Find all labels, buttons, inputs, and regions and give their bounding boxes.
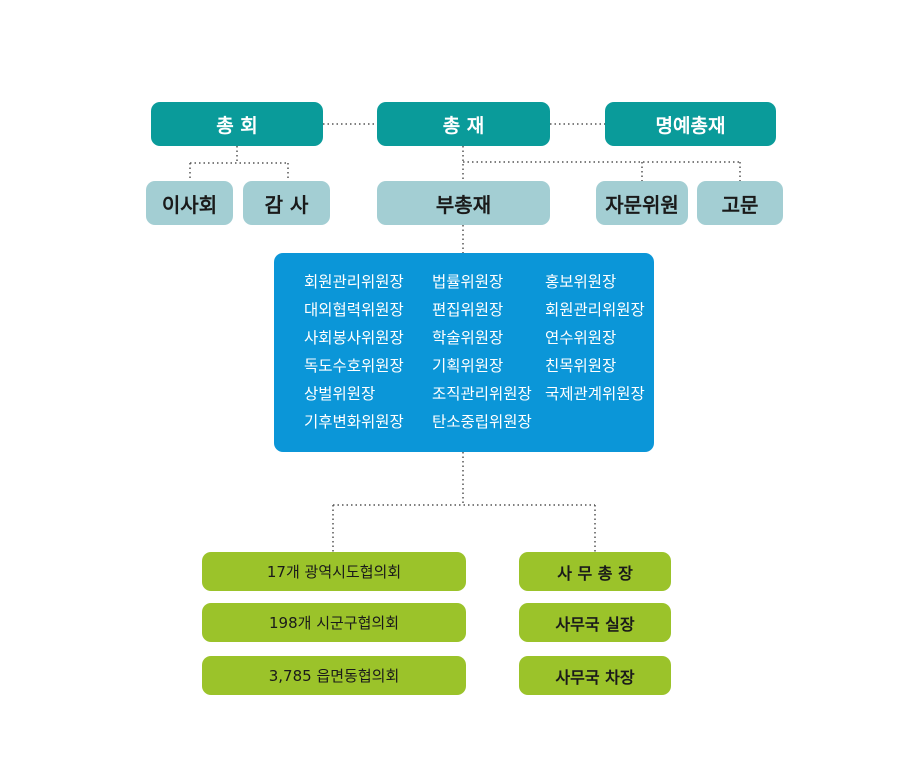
committee-item: 탄소중립위원장 — [432, 413, 532, 431]
committee-column-3: 홍보위원장 회원관리위원장 연수위원장 친목위원장 국제관계위원장 — [545, 268, 645, 408]
committee-item: 조직관리위원장 — [432, 385, 532, 403]
general-assembly-label: 총 회 — [216, 114, 258, 137]
vice-president-label: 부총재 — [435, 192, 492, 217]
vice-president-box: 부총재 — [377, 181, 550, 225]
auditor-box: 감 사 — [243, 181, 330, 225]
committee-item: 회원관리위원장 — [545, 301, 645, 319]
committee-item: 대외협력위원장 — [304, 301, 404, 319]
committee-item: 상벌위원장 — [304, 385, 376, 403]
committee-item: 기획위원장 — [432, 357, 504, 375]
committee-item: 학술위원장 — [432, 329, 504, 347]
advisor-label: 고문 — [721, 192, 759, 217]
auditor-label: 감 사 — [264, 192, 309, 217]
committee-item: 연수위원장 — [545, 329, 617, 347]
committee-item: 홍보위원장 — [545, 273, 617, 291]
board-box: 이사회 — [146, 181, 233, 225]
council-label: 3,785 읍면동협의회 — [268, 667, 400, 685]
council-box: 3,785 읍면동협의회 — [202, 656, 466, 695]
secretariat-label: 사무국 차장 — [555, 667, 635, 687]
committee-item: 회원관리위원장 — [304, 273, 404, 291]
council-label: 198개 시군구협의회 — [269, 614, 399, 632]
council-box: 198개 시군구협의회 — [202, 603, 466, 642]
committee-column-1: 회원관리위원장 대외협력위원장 사회봉사위원장 독도수호위원장 상벌위원장 기후… — [304, 268, 404, 436]
secretariat-box: 사무국 실장 — [519, 603, 671, 642]
committee-chairs-box — [274, 253, 654, 452]
committee-item: 법률위원장 — [432, 273, 504, 291]
council-label: 17개 광역시도협의회 — [266, 563, 402, 581]
board-label: 이사회 — [161, 192, 218, 217]
committee-item: 사회봉사위원장 — [304, 329, 404, 347]
honorary-president-label: 명예총재 — [655, 114, 726, 137]
council-box: 17개 광역시도협의회 — [202, 552, 466, 591]
president-label: 총 재 — [442, 114, 485, 137]
general-assembly-box: 총 회 — [151, 102, 323, 146]
secretariat-box: 사 무 총 장 — [519, 552, 671, 591]
committee-item: 기후변화위원장 — [304, 413, 404, 431]
committee-item: 독도수호위원장 — [304, 357, 404, 375]
committee-column-2: 법률위원장 편집위원장 학술위원장 기획위원장 조직관리위원장 탄소중립위원장 — [432, 268, 532, 436]
president-box: 총 재 — [377, 102, 550, 146]
honorary-president-box: 명예총재 — [605, 102, 776, 146]
committee-item: 편집위원장 — [432, 301, 504, 319]
advisory-committee-box: 자문위원 — [596, 181, 688, 225]
secretariat-label: 사무국 실장 — [555, 614, 635, 634]
committee-item: 국제관계위원장 — [545, 385, 645, 403]
secretariat-box: 사무국 차장 — [519, 656, 671, 695]
committee-item: 친목위원장 — [545, 357, 617, 375]
secretariat-label: 사 무 총 장 — [557, 563, 633, 583]
advisor-box: 고문 — [697, 181, 783, 225]
advisory-committee-label: 자문위원 — [605, 192, 679, 217]
